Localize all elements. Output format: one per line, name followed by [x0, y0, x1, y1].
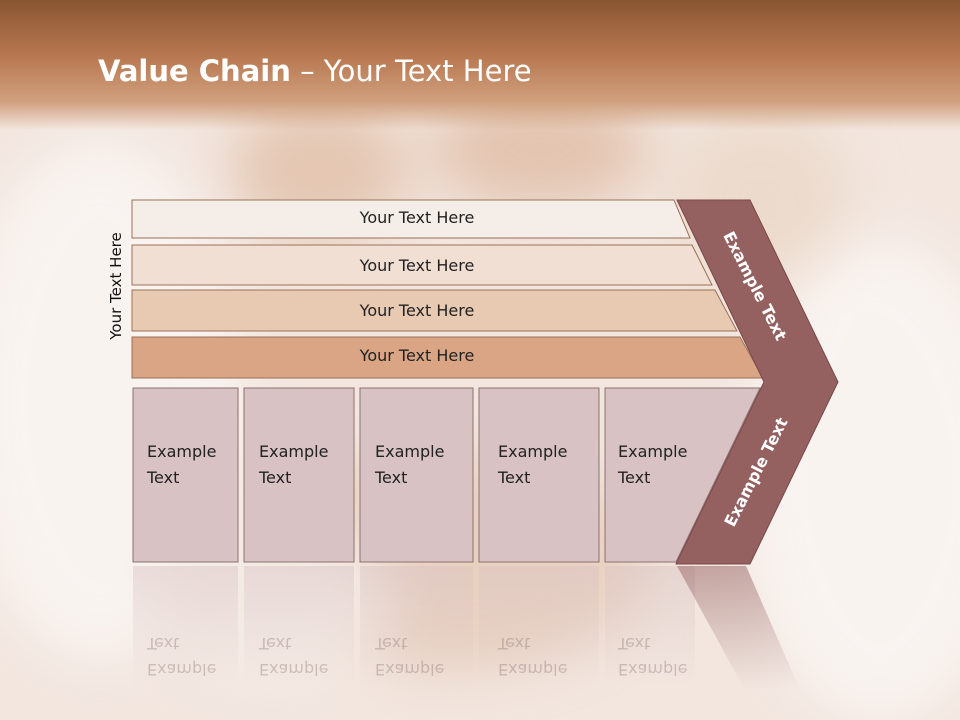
chevron-reflection	[677, 566, 800, 690]
bar-1	[131, 199, 691, 239]
box-reflection	[360, 566, 473, 686]
box-3-label: Example Text	[375, 442, 445, 487]
bar-3	[131, 289, 738, 332]
margin-chevron	[675, 199, 839, 565]
title-bar	[0, 0, 960, 130]
box-3	[359, 387, 474, 563]
box-5	[604, 387, 761, 563]
bar-2-label: Your Text Here	[359, 256, 475, 275]
box-reflection	[244, 566, 354, 686]
title-rest: – Your Text Here	[290, 54, 532, 88]
box-1-label: Example Text	[147, 442, 217, 487]
bar-3-label: Your Text Here	[359, 301, 475, 320]
box-2	[243, 387, 355, 563]
bar-4-label: Your Text Here	[359, 346, 475, 365]
bar-1-label: Your Text Here	[359, 208, 475, 227]
box-2-label: Example Text	[259, 442, 329, 487]
box-4	[478, 387, 600, 563]
box-4-reflection-label: Example Text	[498, 634, 568, 679]
bar-2	[131, 244, 713, 286]
box-5-label: Example Text	[618, 442, 688, 487]
box-reflection	[133, 566, 238, 686]
box-2-reflection-label: Example Text	[259, 634, 329, 679]
box-4-label: Example Text	[498, 442, 568, 487]
box-5-reflection-label: Example Text	[618, 634, 688, 679]
box-reflection	[605, 566, 695, 686]
box-reflection	[479, 566, 599, 686]
box-1	[132, 387, 239, 563]
box-3-reflection-label: Example Text	[375, 634, 445, 679]
title-bold: Value Chain	[98, 54, 291, 88]
slide-title: Value Chain – Your Text Here	[98, 54, 532, 88]
box-1-reflection-label: Example Text	[147, 634, 217, 679]
